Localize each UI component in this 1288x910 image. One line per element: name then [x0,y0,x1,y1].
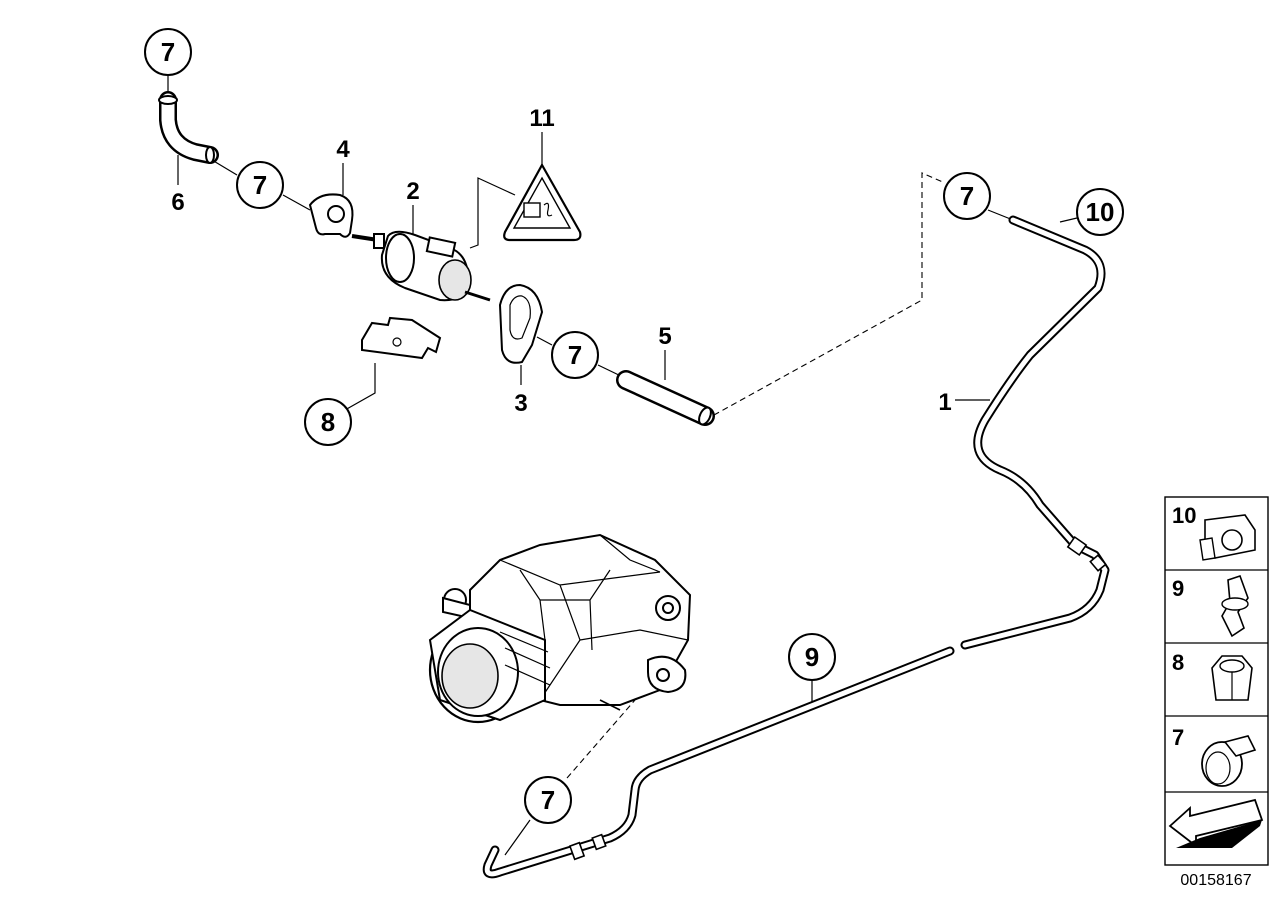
label-part-3: 3 [514,390,527,417]
label-part-5: 5 [658,323,671,350]
callout-label: 7 [568,340,582,370]
pipe-part-1 [960,215,1110,650]
callout-8: 8 [304,398,352,446]
legend-item-7: 7 [1172,725,1257,787]
hose-part-6 [158,91,219,164]
legend-item-10: 10 [1172,503,1256,561]
callout-7-right: 7 [943,172,991,220]
heater-unit [428,533,692,724]
label-part-11: 11 [529,105,554,132]
callout-label: 7 [161,37,175,67]
label-part-2: 2 [406,178,419,205]
bracket-part-3 [498,283,544,364]
label-part-1: 1 [938,389,951,416]
document-number: 00158167 [1180,872,1251,889]
callout-label: 8 [321,407,335,437]
hose-part-5 [616,370,715,426]
callout-label: 7 [541,785,555,815]
leader-lines [167,75,1078,856]
callout-label: 10 [1086,197,1115,227]
legend-label: 7 [1172,725,1184,750]
callout-7-middle: 7 [551,331,599,379]
label-part-4: 4 [336,136,350,163]
callout-10: 10 [1076,188,1124,236]
clip-holder-icon [1199,514,1256,561]
hose-clip-icon [1221,574,1249,638]
legend-label: 9 [1172,576,1184,601]
callout-label: 7 [253,170,267,200]
label-part-6: 6 [171,189,184,216]
callout-label: 7 [960,181,974,211]
callout-9: 9 [788,633,836,681]
hex-nut-icon [1211,655,1253,701]
legend-label: 8 [1172,650,1184,675]
callout-7-bottom: 7 [524,776,572,824]
callout-7-hose: 7 [236,161,284,209]
pump-part-2 [351,230,491,302]
callout-7-top: 7 [144,28,192,76]
hose-clamp-icon [1201,735,1257,787]
bracket-part-4 [308,193,354,238]
pipe-part-9 [482,646,955,879]
callout-label: 9 [805,642,819,672]
legend-label: 10 [1172,503,1196,528]
legend-item-8: 8 [1172,650,1253,701]
parts-legend: 10 9 8 7 [1164,496,1269,866]
legend-item-9: 9 [1172,574,1249,638]
navigate-arrow-icon[interactable] [1168,798,1264,848]
warning-label-part-11 [503,162,582,242]
plate-part-8 [361,316,442,360]
